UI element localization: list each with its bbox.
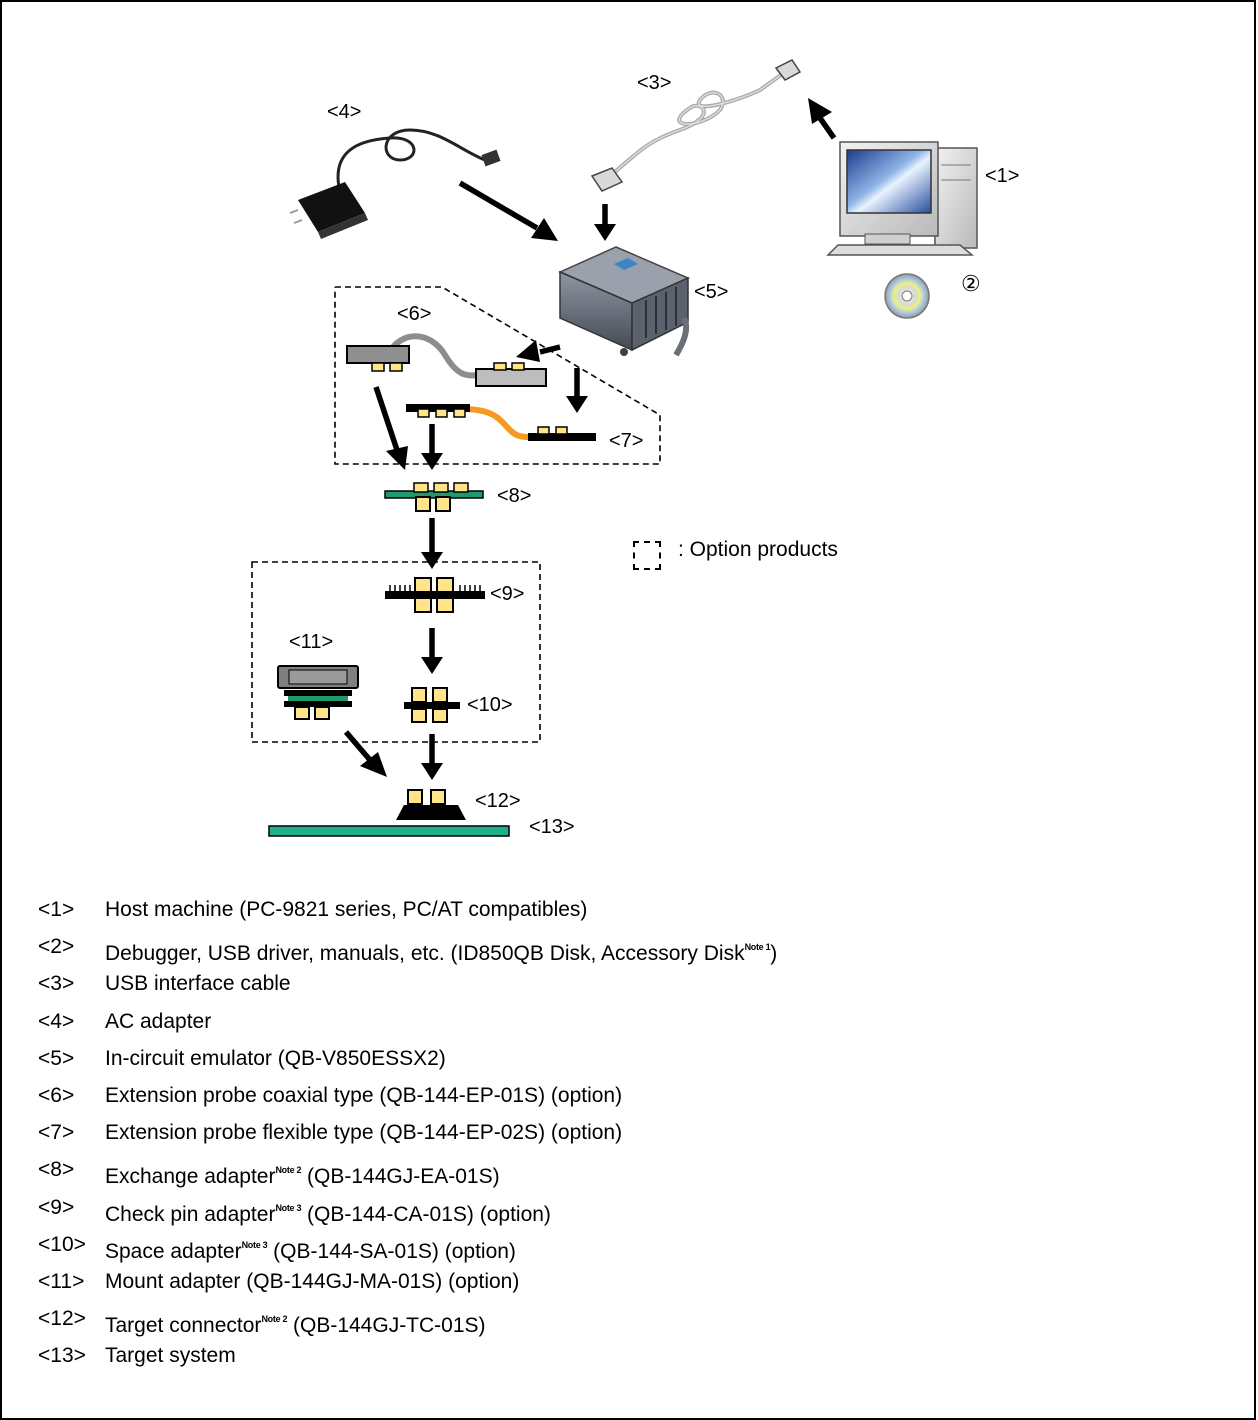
exchange-adapter-icon: [384, 482, 484, 512]
component-description: Exchange adapterNote 2 (QB-144GJ-EA-01S): [105, 1155, 500, 1192]
mount-adapter-icon: [277, 665, 359, 720]
label-usb-cable: <3>: [637, 72, 672, 94]
component-description: Space adapterNote 3 (QB-144-SA-01S) (opt…: [105, 1230, 516, 1267]
component-note: Note 3: [241, 1239, 268, 1250]
target-connector-icon: [396, 789, 466, 820]
component-description: Target system: [105, 1341, 236, 1371]
component-key: <5>: [38, 1046, 75, 1070]
component-description: Extension probe coaxial type (QB-144-EP-…: [105, 1081, 622, 1111]
arrow-probe6-to-exchange: [373, 386, 400, 451]
component-key: <13>: [38, 1344, 86, 1368]
component-note: Note 2: [275, 1165, 302, 1176]
component-text-suffix: (QB-144GJ-TC-01S): [287, 1314, 486, 1338]
arrow-emulator-to-probe6: [539, 344, 561, 355]
component-description: Target connectorNote 2 (QB-144GJ-TC-01S): [105, 1304, 486, 1341]
label-disk: ②: [961, 271, 981, 296]
system-configuration-diagram: [251, 59, 978, 837]
extension-probe-flexible-icon: [406, 404, 596, 441]
component-note: Note 3: [275, 1202, 302, 1213]
component-text: Space adapter: [105, 1239, 242, 1263]
component-text-suffix: (QB-144GJ-EA-01S): [301, 1165, 500, 1189]
component-key: <9>: [38, 1195, 75, 1219]
component-text: Exchange adapter: [105, 1165, 276, 1189]
component-text: Extension probe coaxial type (QB-144-EP-…: [105, 1083, 623, 1107]
label-space-adapter: <10>: [467, 694, 513, 716]
component-description: In-circuit emulator (QB-V850ESSX2): [105, 1044, 446, 1074]
component-text: USB interface cable: [105, 972, 291, 996]
component-text: Target system: [105, 1344, 236, 1368]
component-text-suffix: (QB-144-SA-01S) (option): [267, 1239, 516, 1263]
component-description: Host machine (PC-9821 series, PC/AT comp…: [105, 895, 587, 925]
option-legend-text: : Option products: [678, 538, 838, 561]
component-text-suffix: ): [770, 942, 778, 966]
target-system-board: [268, 825, 510, 837]
component-text: Check pin adapter: [105, 1202, 276, 1226]
component-text: Mount adapter (QB-144GJ-MA-01S) (option): [105, 1269, 520, 1293]
label-check-pin-adapter: <9>: [490, 583, 525, 605]
component-key: <3>: [38, 972, 75, 996]
option-legend-swatch: [633, 541, 661, 570]
component-key: <4>: [38, 1009, 75, 1033]
component-description: Check pin adapterNote 3 (QB-144-CA-01S) …: [105, 1193, 551, 1230]
component-key: <8>: [38, 1158, 75, 1182]
arrow-mount-to-connector: [343, 730, 373, 762]
option-region-adapters: [251, 561, 541, 743]
component-key: <2>: [38, 935, 75, 959]
space-adapter-icon: [404, 687, 460, 723]
label-exchange-adapter: <8>: [497, 485, 532, 507]
component-text-suffix: (QB-144-CA-01S) (option): [301, 1202, 551, 1226]
label-emulator: <5>: [694, 281, 729, 303]
component-description: USB interface cable: [105, 969, 291, 999]
connection-arrows: [343, 98, 837, 780]
component-text: Host machine (PC-9821 series, PC/AT comp…: [105, 898, 588, 921]
label-probe-coaxial: <6>: [397, 303, 432, 325]
label-ac-adapter: <4>: [327, 101, 362, 123]
component-text: Target connector: [105, 1314, 262, 1338]
usb-cable-icon: [590, 59, 802, 192]
ac-adapter-icon: [289, 128, 501, 239]
component-text: In-circuit emulator (QB-V850ESSX2): [105, 1046, 446, 1070]
in-circuit-emulator-icon: [558, 246, 690, 357]
arrow-pc-to-cable: [817, 116, 837, 140]
component-description: AC adapter: [105, 1007, 211, 1037]
arrow-adapter-to-emulator: [458, 180, 539, 231]
extension-probe-coaxial-icon: [346, 333, 547, 387]
component-text: Debugger, USB driver, manuals, etc. (ID8…: [105, 942, 745, 966]
component-key: <7>: [38, 1121, 75, 1145]
component-description: Debugger, USB driver, manuals, etc. (ID8…: [105, 932, 777, 969]
host-machine-icon: [826, 141, 978, 256]
label-target-system: <13>: [529, 816, 575, 838]
label-host-machine: <1>: [985, 165, 1020, 187]
option-region-probes: [334, 286, 661, 465]
component-text: Extension probe flexible type (QB-144-EP…: [105, 1121, 623, 1145]
component-description: Mount adapter (QB-144GJ-MA-01S) (option): [105, 1267, 519, 1297]
component-note: Note 1: [744, 942, 771, 953]
component-text: AC adapter: [105, 1009, 212, 1033]
component-key: <11>: [38, 1269, 85, 1293]
label-target-connector: <12>: [475, 790, 521, 812]
component-key: <10>: [38, 1232, 86, 1256]
component-description: Extension probe flexible type (QB-144-EP…: [105, 1118, 622, 1148]
component-key: <1>: [38, 898, 75, 921]
component-key: <12>: [38, 1307, 86, 1331]
label-mount-adapter: <11>: [289, 631, 334, 653]
component-key: <6>: [38, 1083, 75, 1107]
check-pin-adapter-icon: [385, 577, 485, 613]
label-probe-flexible: <7>: [609, 430, 644, 452]
cd-disk-icon: [884, 273, 930, 319]
component-note: Note 2: [261, 1314, 288, 1325]
